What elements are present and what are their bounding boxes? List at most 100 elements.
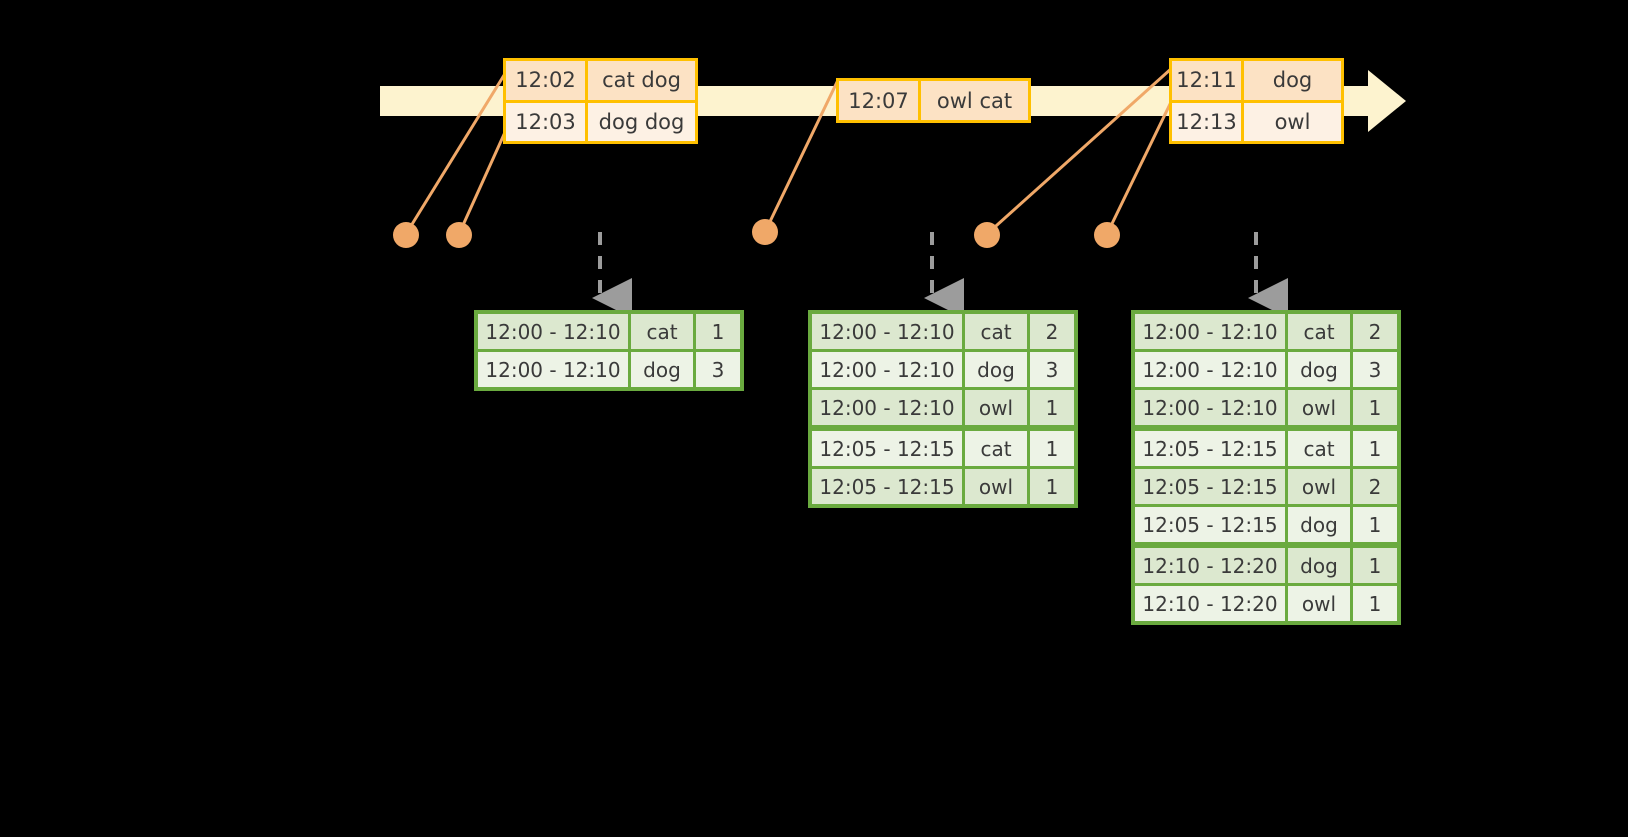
word-cell: cat xyxy=(631,314,693,349)
word-cell: dog xyxy=(1288,352,1350,387)
result-table-2[interactable]: 12:00 - 12:10 cat 2 12:00 - 12:10 dog 3 … xyxy=(808,310,1078,508)
trigger-arrows xyxy=(592,232,1288,318)
window-cell: 12:00 - 12:10 xyxy=(812,352,962,387)
count-cell: 1 xyxy=(696,314,740,349)
window-cell: 12:05 - 12:15 xyxy=(1135,431,1285,466)
table-row[interactable]: 12:10 - 12:20 owl 1 xyxy=(1135,586,1397,621)
window-cell: 12:00 - 12:10 xyxy=(1135,352,1285,387)
result-table-1[interactable]: 12:00 - 12:10 cat 1 12:00 - 12:10 dog 3 xyxy=(474,310,744,391)
count-cell: 1 xyxy=(1030,431,1074,466)
word-cell: owl xyxy=(1288,586,1350,621)
table-row[interactable]: 12:00 - 12:10 owl 1 xyxy=(1135,390,1397,425)
word-cell: cat xyxy=(1288,431,1350,466)
timeline-segment-right xyxy=(1341,86,1381,116)
count-cell: 1 xyxy=(1030,390,1074,425)
count-cell: 1 xyxy=(1353,390,1397,425)
event-words: dog dog xyxy=(588,102,695,141)
window-cell: 12:00 - 12:10 xyxy=(1135,390,1285,425)
word-cell: owl xyxy=(965,469,1027,504)
word-cell: owl xyxy=(965,390,1027,425)
window-group: 12:10 - 12:20 dog 1 12:10 - 12:20 owl 1 xyxy=(1135,548,1397,621)
window-cell: 12:00 - 12:10 xyxy=(478,314,628,349)
event-words: owl cat xyxy=(921,81,1028,120)
dot-1213 xyxy=(1094,222,1120,248)
count-cell: 1 xyxy=(1353,586,1397,621)
word-cell: owl xyxy=(1288,390,1350,425)
window-group: 12:00 - 12:10 cat 1 12:00 - 12:10 dog 3 xyxy=(478,314,740,387)
event-group-3[interactable]: 12:11 dog 12:13 owl xyxy=(1169,58,1344,144)
event-group-1[interactable]: 12:02 cat dog 12:03 dog dog xyxy=(503,58,698,144)
event-words: owl xyxy=(1244,102,1341,141)
count-cell: 2 xyxy=(1353,314,1397,349)
word-cell: dog xyxy=(1288,507,1350,542)
count-cell: 1 xyxy=(1353,548,1397,583)
count-cell: 1 xyxy=(1353,507,1397,542)
event-row[interactable]: 12:07 owl cat xyxy=(839,81,1028,120)
table-row[interactable]: 12:00 - 12:10 dog 3 xyxy=(812,352,1074,387)
table-row[interactable]: 12:05 - 12:15 owl 2 xyxy=(1135,469,1397,504)
event-row[interactable]: 12:03 dog dog xyxy=(506,99,695,141)
word-cell: owl xyxy=(1288,469,1350,504)
window-group: 12:00 - 12:10 cat 2 12:00 - 12:10 dog 3 … xyxy=(1135,314,1397,425)
event-time: 12:07 xyxy=(839,81,921,120)
timeline-segment-mid-1 xyxy=(697,86,837,116)
window-cell: 12:00 - 12:10 xyxy=(1135,314,1285,349)
event-row[interactable]: 12:02 cat dog xyxy=(506,61,695,100)
table-row[interactable]: 12:05 - 12:15 dog 1 xyxy=(1135,507,1397,542)
window-cell: 12:05 - 12:15 xyxy=(812,431,962,466)
table-row[interactable]: 12:00 - 12:10 cat 1 xyxy=(478,314,740,349)
dot-1202 xyxy=(393,222,419,248)
table-row[interactable]: 12:05 - 12:15 owl 1 xyxy=(812,469,1074,504)
window-cell: 12:05 - 12:15 xyxy=(812,469,962,504)
event-words: cat dog xyxy=(588,61,695,100)
timeline-segment-left xyxy=(380,86,505,116)
table-row[interactable]: 12:00 - 12:10 owl 1 xyxy=(812,390,1074,425)
window-group: 12:05 - 12:15 cat 1 12:05 - 12:15 owl 1 xyxy=(812,431,1074,504)
window-cell: 12:00 - 12:10 xyxy=(812,314,962,349)
window-cell: 12:10 - 12:20 xyxy=(1135,586,1285,621)
word-cell: cat xyxy=(1288,314,1350,349)
table-row[interactable]: 12:00 - 12:10 dog 3 xyxy=(1135,352,1397,387)
window-cell: 12:05 - 12:15 xyxy=(1135,507,1285,542)
count-cell: 3 xyxy=(696,352,740,387)
word-cell: dog xyxy=(631,352,693,387)
event-row[interactable]: 12:13 owl xyxy=(1172,99,1341,141)
event-row[interactable]: 12:11 dog xyxy=(1172,61,1341,100)
count-cell: 3 xyxy=(1353,352,1397,387)
event-time: 12:13 xyxy=(1172,102,1244,141)
table-row[interactable]: 12:00 - 12:10 cat 2 xyxy=(812,314,1074,349)
word-cell: cat xyxy=(965,431,1027,466)
table-row[interactable]: 12:00 - 12:10 dog 3 xyxy=(478,352,740,387)
event-words: dog xyxy=(1244,61,1341,100)
event-time: 12:02 xyxy=(506,61,588,100)
event-time: 12:11 xyxy=(1172,61,1244,100)
connector-1203 xyxy=(457,129,508,235)
count-cell: 1 xyxy=(1353,431,1397,466)
event-dots xyxy=(393,219,1120,248)
dot-1207 xyxy=(752,219,778,245)
window-group: 12:00 - 12:10 cat 2 12:00 - 12:10 dog 3 … xyxy=(812,314,1074,425)
window-cell: 12:00 - 12:10 xyxy=(812,390,962,425)
table-row[interactable]: 12:10 - 12:20 dog 1 xyxy=(1135,548,1397,583)
table-row[interactable]: 12:05 - 12:15 cat 1 xyxy=(1135,431,1397,466)
dot-1211 xyxy=(974,222,1000,248)
timeline-segment-mid-2 xyxy=(1030,86,1170,116)
window-cell: 12:00 - 12:10 xyxy=(478,352,628,387)
count-cell: 1 xyxy=(1030,469,1074,504)
window-group: 12:05 - 12:15 cat 1 12:05 - 12:15 owl 2 … xyxy=(1135,431,1397,542)
window-cell: 12:05 - 12:15 xyxy=(1135,469,1285,504)
connector-1213 xyxy=(1105,99,1174,235)
event-group-2[interactable]: 12:07 owl cat xyxy=(836,78,1031,123)
dot-1203 xyxy=(446,222,472,248)
count-cell: 3 xyxy=(1030,352,1074,387)
count-cell: 2 xyxy=(1353,469,1397,504)
result-table-3[interactable]: 12:00 - 12:10 cat 2 12:00 - 12:10 dog 3 … xyxy=(1131,310,1401,625)
table-row[interactable]: 12:00 - 12:10 cat 2 xyxy=(1135,314,1397,349)
table-row[interactable]: 12:05 - 12:15 cat 1 xyxy=(812,431,1074,466)
count-cell: 2 xyxy=(1030,314,1074,349)
window-cell: 12:10 - 12:20 xyxy=(1135,548,1285,583)
word-cell: dog xyxy=(965,352,1027,387)
word-cell: dog xyxy=(1288,548,1350,583)
event-time: 12:03 xyxy=(506,102,588,141)
